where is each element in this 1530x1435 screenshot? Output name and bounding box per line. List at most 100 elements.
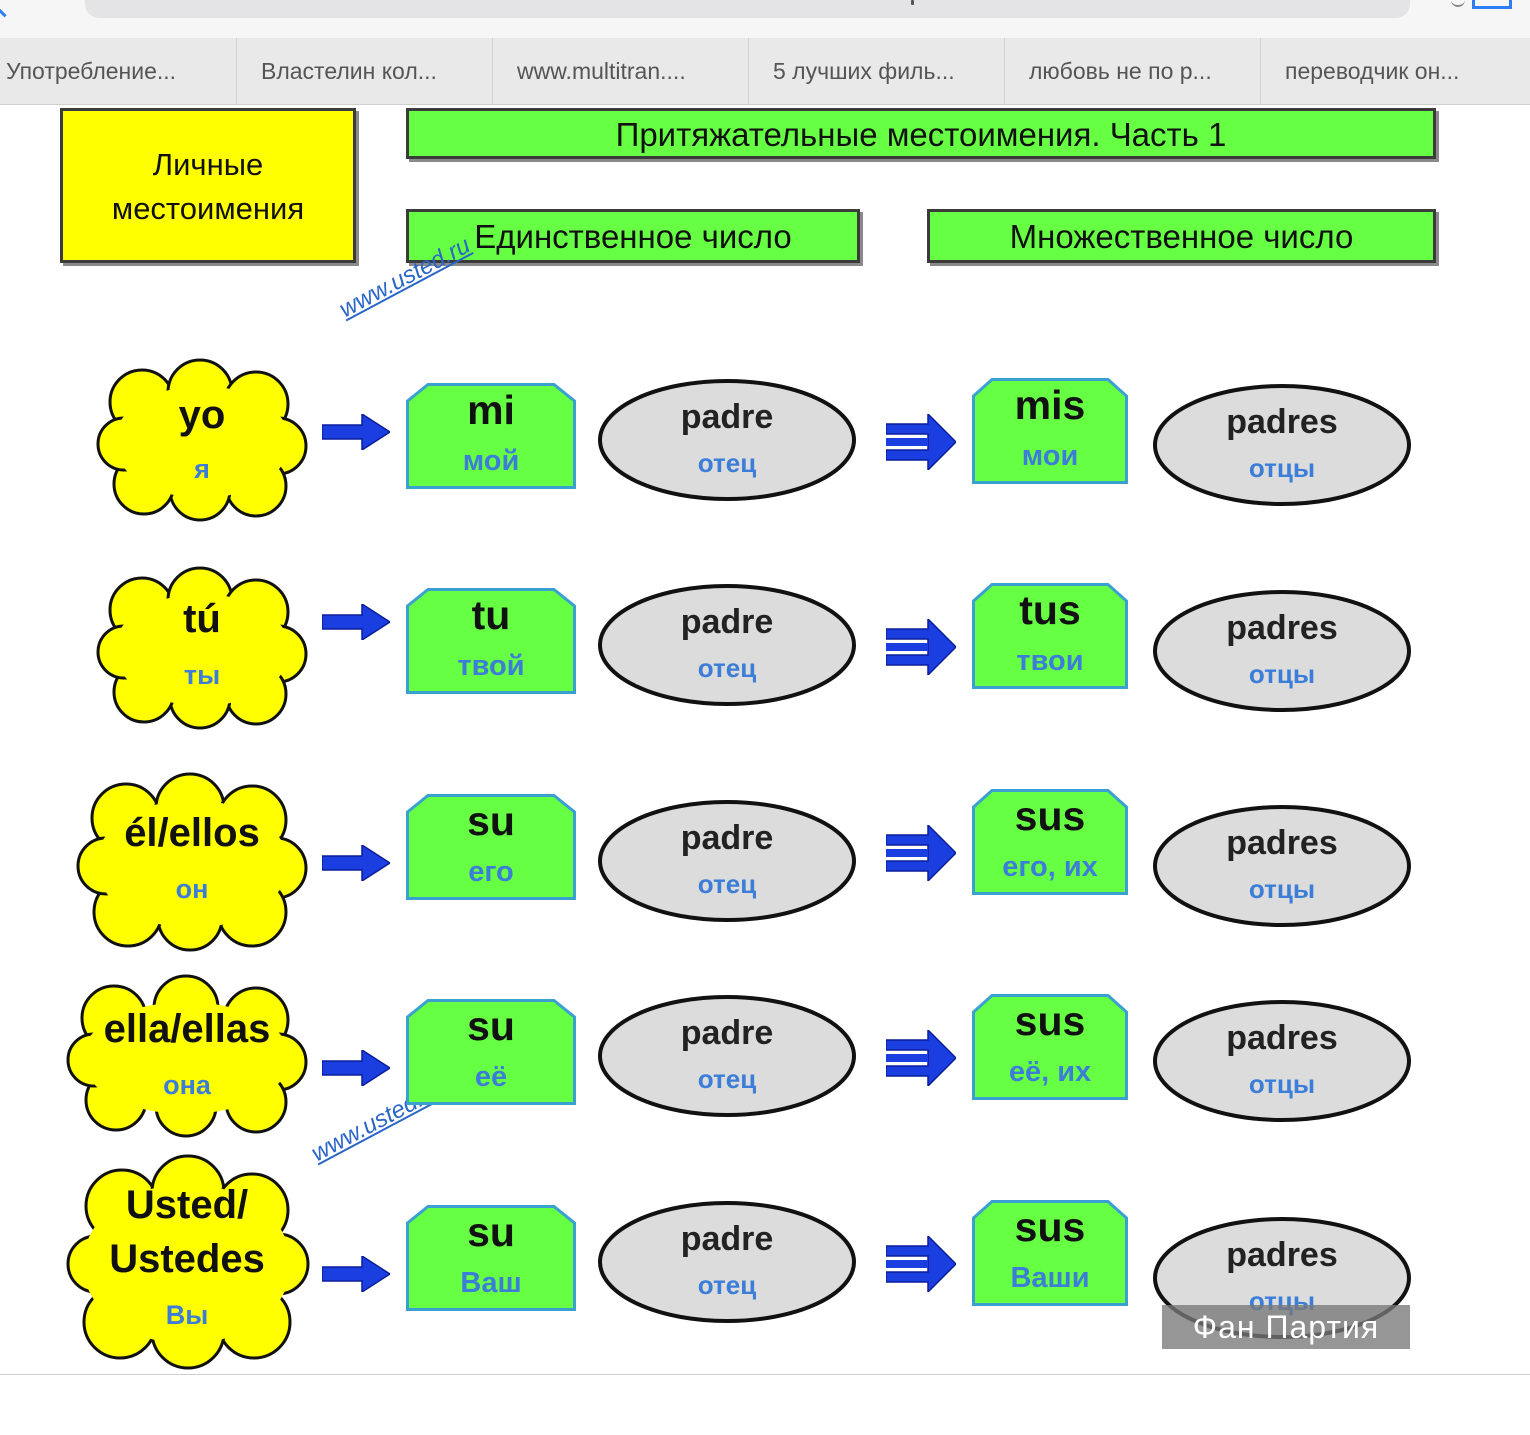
possessive-translation: его — [468, 856, 514, 888]
oval-shape — [598, 1201, 856, 1323]
noun-translation: отец — [697, 653, 757, 683]
oval-shape — [1153, 590, 1411, 712]
double-arrow-icon — [886, 414, 956, 470]
pronoun-translation: я — [194, 454, 210, 484]
double-arrow-icon — [886, 619, 956, 675]
possessive-word: mis — [1014, 382, 1086, 428]
pronoun-word: tú — [183, 597, 221, 641]
double-arrow-icon — [886, 1236, 956, 1292]
possessive-word: tus — [1019, 587, 1081, 633]
address-bar[interactable] — [85, 0, 1465, 18]
browser-tab[interactable]: 5 лучших филь... — [749, 38, 1005, 104]
arrow-right-icon — [322, 845, 390, 881]
oval-shape — [598, 584, 856, 706]
possessive-word: sus — [1014, 998, 1086, 1044]
tab-bar: Употребление... Властелин кол... www.mul… — [0, 38, 1530, 105]
possessive-translation: Ваши — [1010, 1262, 1090, 1294]
singular-possessive-tag: tu твой — [406, 588, 576, 694]
singular-possessive-tag: mi мой — [406, 383, 576, 489]
browser-tab[interactable]: переводчик он... — [1285, 58, 1460, 84]
noun-word: padres — [1226, 1236, 1338, 1274]
possessive-word: tu — [471, 592, 511, 638]
noun-oval: padre отец — [597, 994, 857, 1118]
tag-shape — [972, 378, 1128, 484]
browser-tab[interactable]: www.multitran.... — [493, 38, 749, 104]
double-arrow-icon — [886, 825, 956, 881]
lock-icon — [911, 0, 914, 5]
plural-possessive-tag: sus Ваши — [972, 1200, 1128, 1306]
cloud-shape — [66, 974, 308, 1138]
cloud-shape — [76, 772, 308, 952]
noun-word: padre — [680, 1220, 774, 1258]
tag-shape — [406, 1205, 576, 1311]
tag-shape — [972, 1200, 1128, 1306]
oval-shape — [598, 995, 856, 1117]
oval-shape — [1153, 1000, 1411, 1122]
browser-toolbar — [0, 0, 1530, 38]
noun-oval: padre отец — [597, 799, 857, 923]
noun-oval: padre отец — [597, 378, 857, 502]
browser-tab[interactable]: Властелин кол... — [237, 38, 493, 104]
noun-word: padres — [1226, 1019, 1338, 1057]
possessive-translation: твои — [1016, 645, 1084, 677]
noun-word: padre — [680, 603, 774, 641]
noun-translation: отец — [697, 448, 757, 478]
noun-oval: padres отцы — [1152, 804, 1412, 928]
plural-possessive-tag: tus твои — [972, 583, 1128, 689]
credit-watermark: Фан Партия — [1162, 1305, 1410, 1349]
tag-shape — [972, 583, 1128, 689]
reload-icon[interactable] — [1451, 0, 1465, 7]
possessive-translation: мои — [1021, 440, 1079, 472]
pronoun-word: yo — [178, 393, 226, 437]
arrow-right-icon — [322, 1256, 390, 1292]
oval-shape — [598, 800, 856, 922]
oval-shape — [1153, 384, 1411, 506]
oval-shape — [598, 379, 856, 501]
plural-possessive-tag: mis мои — [972, 378, 1128, 484]
noun-word: padres — [1226, 403, 1338, 441]
personal-pronouns-box: Личные местоимения — [60, 108, 356, 263]
browser-tab[interactable]: Употребление... — [0, 38, 237, 104]
possessive-translation: твой — [457, 650, 525, 682]
tag-shape — [972, 789, 1128, 895]
pronoun-word: Usted/ — [125, 1183, 249, 1227]
noun-word: padres — [1226, 824, 1338, 862]
cloud-shape — [96, 566, 308, 730]
noun-word: padres — [1226, 609, 1338, 647]
tag-shape — [972, 994, 1128, 1100]
browser-tab[interactable]: любовь не по р... — [1005, 38, 1261, 104]
share-icon[interactable] — [1472, 0, 1512, 9]
plural-possessive-tag: sus её, их — [972, 994, 1128, 1100]
diagram-title: Притяжательные местоимения. Часть 1 — [406, 108, 1436, 159]
noun-word: padre — [680, 1014, 774, 1052]
pronoun-cloud: Usted/ Ustedes Вы — [66, 1154, 310, 1370]
noun-oval: padre отец — [597, 583, 857, 707]
pronoun-translation: она — [163, 1070, 211, 1100]
noun-translation: отцы — [1248, 659, 1316, 689]
noun-translation: отцы — [1248, 453, 1316, 483]
possessive-translation: Ваш — [460, 1267, 522, 1299]
noun-oval: padres отцы — [1152, 383, 1412, 507]
tag-shape — [406, 999, 576, 1105]
divider — [0, 1374, 1530, 1375]
noun-translation: отец — [697, 1064, 757, 1094]
singular-possessive-tag: su её — [406, 999, 576, 1105]
possessive-translation: его, их — [1002, 851, 1098, 883]
plural-possessive-tag: sus его, их — [972, 789, 1128, 895]
possessive-translation: её, их — [1008, 1056, 1092, 1088]
tag-shape — [406, 794, 576, 900]
pronoun-translation: он — [175, 874, 209, 904]
noun-translation: отец — [697, 1270, 757, 1300]
arrow-right-icon — [322, 1050, 390, 1086]
pronoun-cloud: ella/ellas она — [66, 974, 308, 1138]
arrow-right-icon — [322, 604, 390, 640]
pronoun-cloud: él/ellos он — [76, 772, 308, 952]
possessive-word: mi — [467, 387, 515, 433]
possessive-translation: её — [474, 1061, 508, 1093]
cloud-shape — [66, 1154, 310, 1370]
cloud-shape — [96, 358, 308, 522]
plural-header: Множественное число — [927, 209, 1436, 263]
back-icon[interactable] — [0, 0, 20, 18]
possessive-word: sus — [1014, 793, 1086, 839]
noun-translation: отец — [697, 869, 757, 899]
